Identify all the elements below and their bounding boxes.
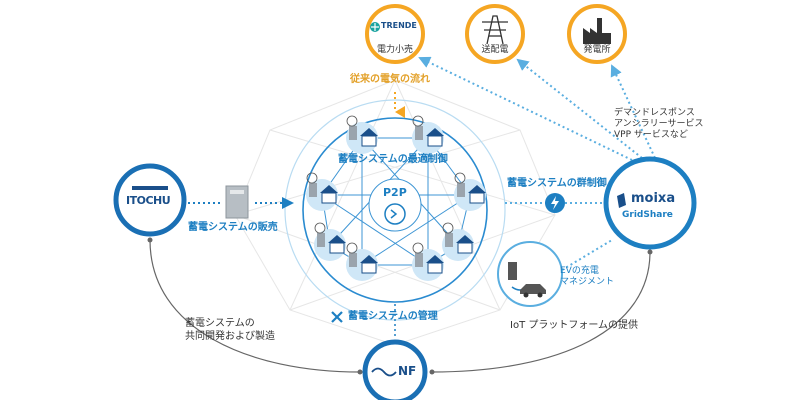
power-plant-label: 発電所 — [583, 45, 611, 55]
house-node — [306, 172, 338, 211]
retail-node — [365, 4, 425, 64]
ev-charger-icon — [508, 262, 517, 280]
joint-dev-arc — [149, 239, 361, 373]
lightning-icon — [545, 193, 565, 213]
house-node — [442, 222, 474, 261]
house-nodes — [306, 115, 486, 281]
iot-platform-label: IoT プラットフォームの提供 — [510, 320, 639, 331]
management-label: 蓄電システムの管理 — [348, 311, 438, 322]
demand-response-label-3: VPP サービスなど — [614, 130, 688, 140]
demand-arrow-plant — [610, 64, 656, 159]
itochu-logo-text: ITOCHU — [126, 194, 171, 207]
transmission-node — [465, 4, 525, 64]
trende-logo-icon — [370, 22, 380, 32]
optimal-control-label: 蓄電システムの最適制御 — [338, 154, 448, 165]
house-node — [346, 242, 378, 281]
battery-icon — [225, 185, 249, 219]
house-node — [412, 115, 444, 154]
transmission-tower-icon — [482, 15, 508, 45]
house-node — [346, 115, 378, 154]
joint-dev-label-1: 蓄電システムの — [185, 318, 255, 329]
p2p-label: P2P — [383, 186, 407, 199]
moixa-logo-icon — [617, 193, 626, 208]
transmission-label: 送配電 — [481, 45, 509, 55]
retail-label: 電力小売 — [376, 45, 413, 55]
house-node — [314, 222, 346, 261]
wrench-icon — [331, 311, 343, 323]
p2p-center — [368, 178, 422, 232]
nf-logo-text: NF — [398, 364, 417, 378]
nf-logo-icon — [371, 367, 397, 377]
joint-dev-label-2: 共同開発および製造 — [185, 331, 275, 342]
demand-response-label-2: アンシラリーサービス — [614, 119, 704, 129]
itochu-node — [113, 163, 187, 237]
ev-management-label-1: EVの充電 — [560, 266, 599, 276]
ev-car-icon — [520, 284, 546, 294]
iot-platform-arc — [431, 251, 651, 373]
house-node — [412, 242, 444, 281]
group-control-label: 蓄電システムの群制御 — [507, 178, 607, 189]
p2p-exchange-icon — [384, 203, 406, 225]
ev-management-label-2: マネジメント — [560, 277, 615, 287]
house-node — [454, 172, 486, 211]
ev-node — [497, 241, 563, 307]
power-plant-icon — [583, 18, 611, 44]
demand-arrow-transmission — [516, 58, 643, 159]
gridshare-logo-text: GridShare — [622, 210, 673, 220]
sales-label: 蓄電システムの販売 — [188, 222, 278, 233]
system-circle — [302, 117, 488, 303]
moixa-logo-text: moixa — [631, 191, 676, 206]
conventional-flow-label: 従来の電気の流れ — [350, 74, 430, 85]
trende-logo-text: TRENDE — [381, 21, 417, 30]
moixa-node — [603, 156, 697, 250]
demand-response-label-1: デマンドレスポンス — [614, 108, 695, 118]
demand-arrow-retail — [418, 56, 633, 161]
